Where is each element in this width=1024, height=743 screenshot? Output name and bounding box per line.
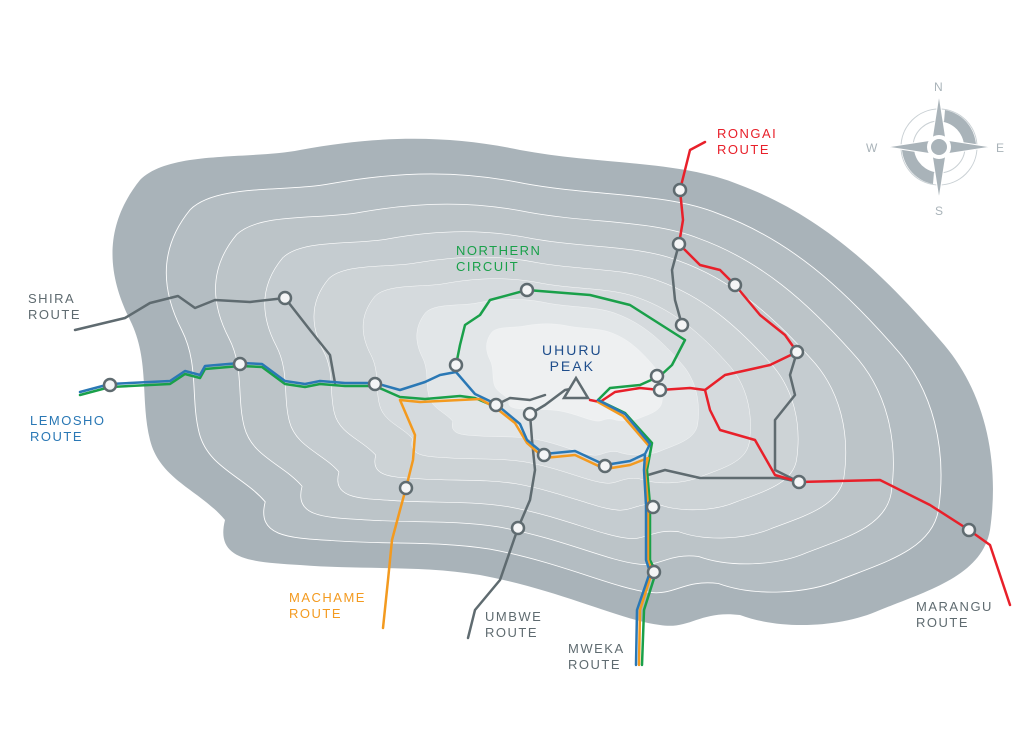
camp-marker bbox=[522, 406, 538, 422]
camp-marker bbox=[398, 480, 414, 496]
lemosho-green-line bbox=[78, 364, 498, 409]
shira-route-line bbox=[73, 294, 337, 385]
compass-west-label: W bbox=[866, 141, 878, 155]
camp-marker bbox=[727, 277, 743, 293]
northern-circuit-line bbox=[454, 288, 687, 667]
compass-north-label: N bbox=[934, 80, 943, 94]
compass-east-label: E bbox=[996, 141, 1005, 155]
camp-markers bbox=[102, 182, 977, 580]
compass-south-label: S bbox=[935, 204, 944, 218]
gray-connector-lines bbox=[646, 242, 801, 484]
camp-marker bbox=[277, 290, 293, 306]
rongai-route-line bbox=[588, 140, 799, 404]
camp-marker bbox=[488, 397, 504, 413]
camp-marker bbox=[367, 376, 383, 392]
camp-marker bbox=[672, 182, 688, 198]
camp-marker bbox=[232, 356, 248, 372]
camp-marker bbox=[510, 520, 526, 536]
camp-marker bbox=[961, 522, 977, 538]
camp-marker bbox=[674, 317, 690, 333]
camp-marker bbox=[645, 499, 661, 515]
camp-marker bbox=[536, 447, 552, 463]
camp-marker bbox=[597, 458, 613, 474]
camp-marker bbox=[646, 564, 662, 580]
mountain-contours bbox=[112, 138, 993, 626]
camp-marker bbox=[789, 344, 805, 360]
summit-icon bbox=[561, 375, 591, 400]
camp-marker bbox=[102, 377, 118, 393]
camp-marker bbox=[791, 474, 807, 490]
compass-rose-icon bbox=[886, 94, 992, 200]
umbwe-route-line bbox=[466, 386, 578, 640]
camp-marker bbox=[519, 282, 535, 298]
lemosho-route-line bbox=[78, 361, 652, 667]
camp-marker bbox=[671, 236, 687, 252]
camp-marker bbox=[649, 368, 665, 384]
camp-marker bbox=[448, 357, 464, 373]
camp-marker bbox=[652, 382, 668, 398]
